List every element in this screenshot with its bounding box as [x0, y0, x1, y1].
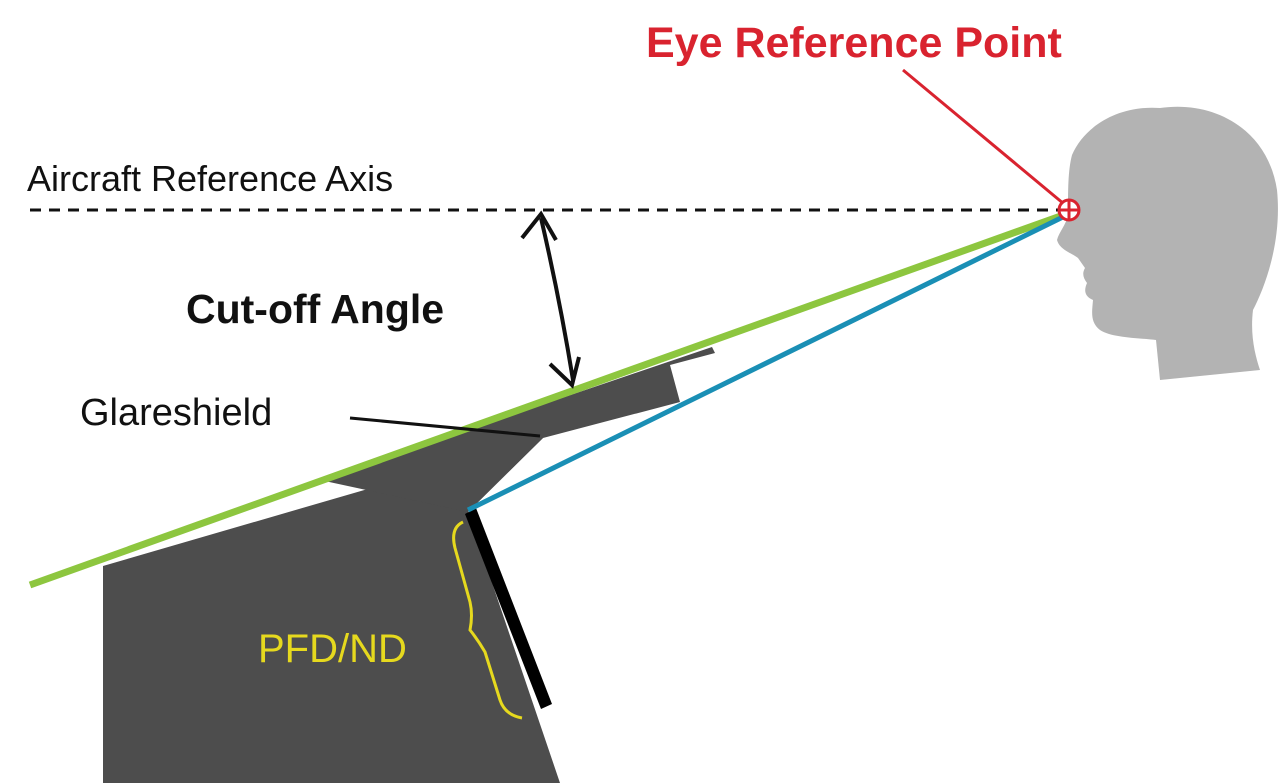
- pfd-nd-bracket: [452, 520, 523, 720]
- cutoff-angle-arrow: [520, 210, 581, 389]
- cutoff-angle-label: Cut-off Angle: [186, 286, 444, 332]
- glareshield-leader-line: [349, 416, 541, 438]
- eye-reference-leader-line: [902, 68, 1065, 206]
- head-icon: [1057, 106, 1278, 380]
- instrument-panel: [103, 438, 560, 783]
- eye-reference-point-label: Eye Reference Point: [646, 19, 1062, 67]
- eye-marker-icon: [1057, 198, 1081, 222]
- pfd-nd-display: [465, 508, 552, 709]
- glareshield-sight-line: [28, 209, 1071, 589]
- glareshield-shape: [320, 347, 715, 512]
- pfd-nd-label: PFD/ND: [258, 627, 407, 671]
- display-sight-line: [466, 211, 1071, 513]
- aircraft-reference-axis-label: Aircraft Reference Axis: [27, 158, 393, 199]
- glareshield-label: Glareshield: [80, 392, 272, 434]
